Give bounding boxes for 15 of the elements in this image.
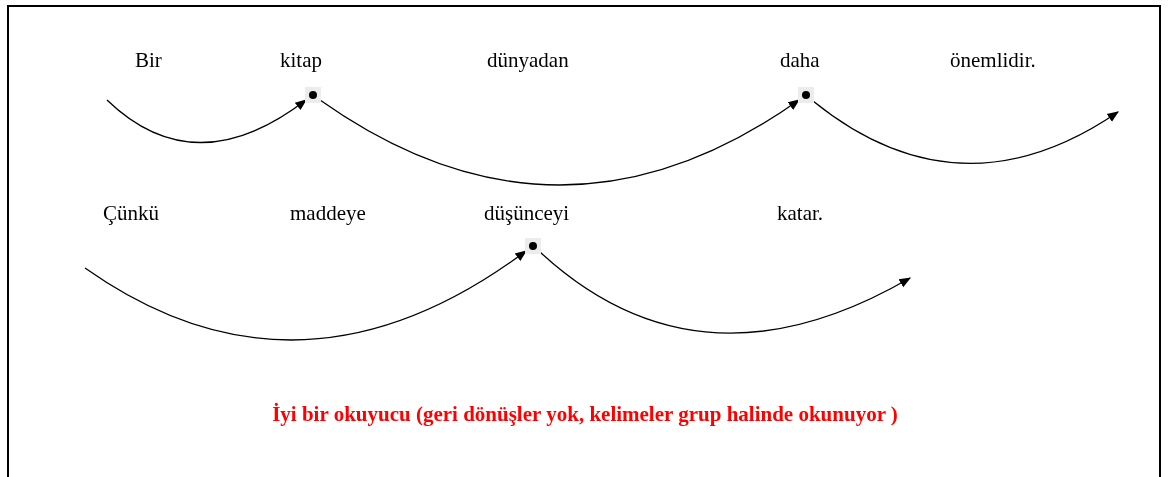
word-label: daha	[780, 50, 820, 71]
arrow	[84, 250, 527, 341]
arrow	[812, 100, 1119, 164]
word-label: Çünkü	[103, 203, 159, 224]
caption: İyi bir okuyucu (geri dönüşler yok, kelimeler grup halinde okunuyor )	[272, 402, 898, 426]
word-label: maddeye	[290, 203, 366, 224]
arrow	[319, 99, 800, 186]
arrow	[106, 99, 307, 144]
word-label: kitap	[280, 50, 322, 71]
word-label: dünyadan	[487, 50, 569, 71]
word-label: Bir	[135, 50, 162, 71]
word-label: önemlidir.	[950, 50, 1036, 71]
arrow	[539, 251, 912, 334]
word-label: katar.	[777, 203, 824, 224]
word-label: düşünceyi	[484, 203, 570, 224]
